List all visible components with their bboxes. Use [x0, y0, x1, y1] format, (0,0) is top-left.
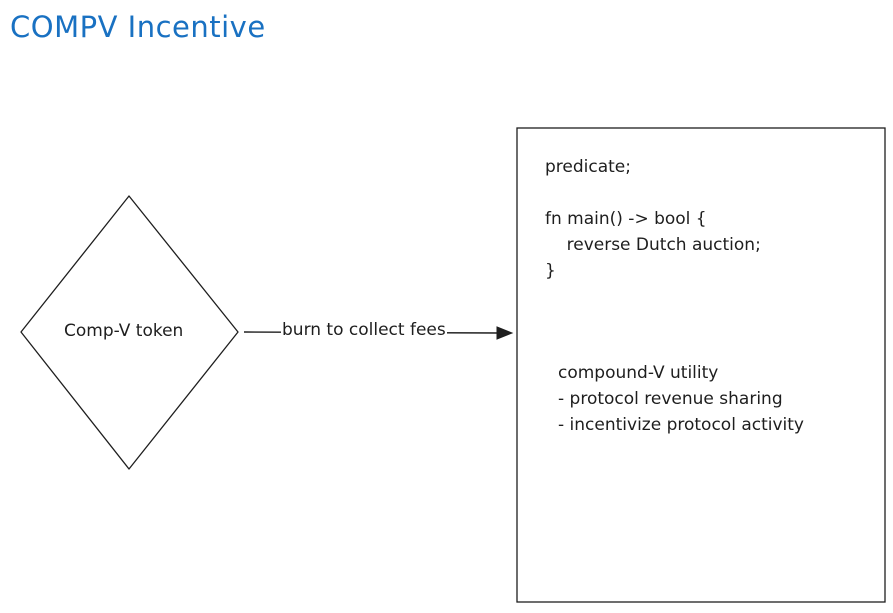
code-line: } — [545, 261, 556, 281]
utility-notes: compound-V utility - protocol revenue sh… — [558, 360, 804, 438]
code-line: reverse Dutch auction; — [545, 235, 761, 255]
utility-line: - incentivize protocol activity — [558, 415, 804, 435]
utility-line: - protocol revenue sharing — [558, 389, 783, 409]
code-line: predicate; — [545, 157, 631, 177]
predicate-box — [516, 127, 886, 603]
burn-arrow-head — [496, 326, 514, 340]
code-line: fn main() -> bool { — [545, 209, 707, 229]
diagram-title: COMPV Incentive — [10, 10, 266, 44]
token-label: Comp-V token — [64, 321, 184, 341]
utility-line: compound-V utility — [558, 363, 719, 383]
token-diamond — [20, 195, 239, 470]
arrow-label: burn to collect fees — [281, 320, 447, 340]
predicate-code: predicate; fn main() -> bool { reverse D… — [545, 154, 761, 284]
code-line — [545, 180, 761, 206]
